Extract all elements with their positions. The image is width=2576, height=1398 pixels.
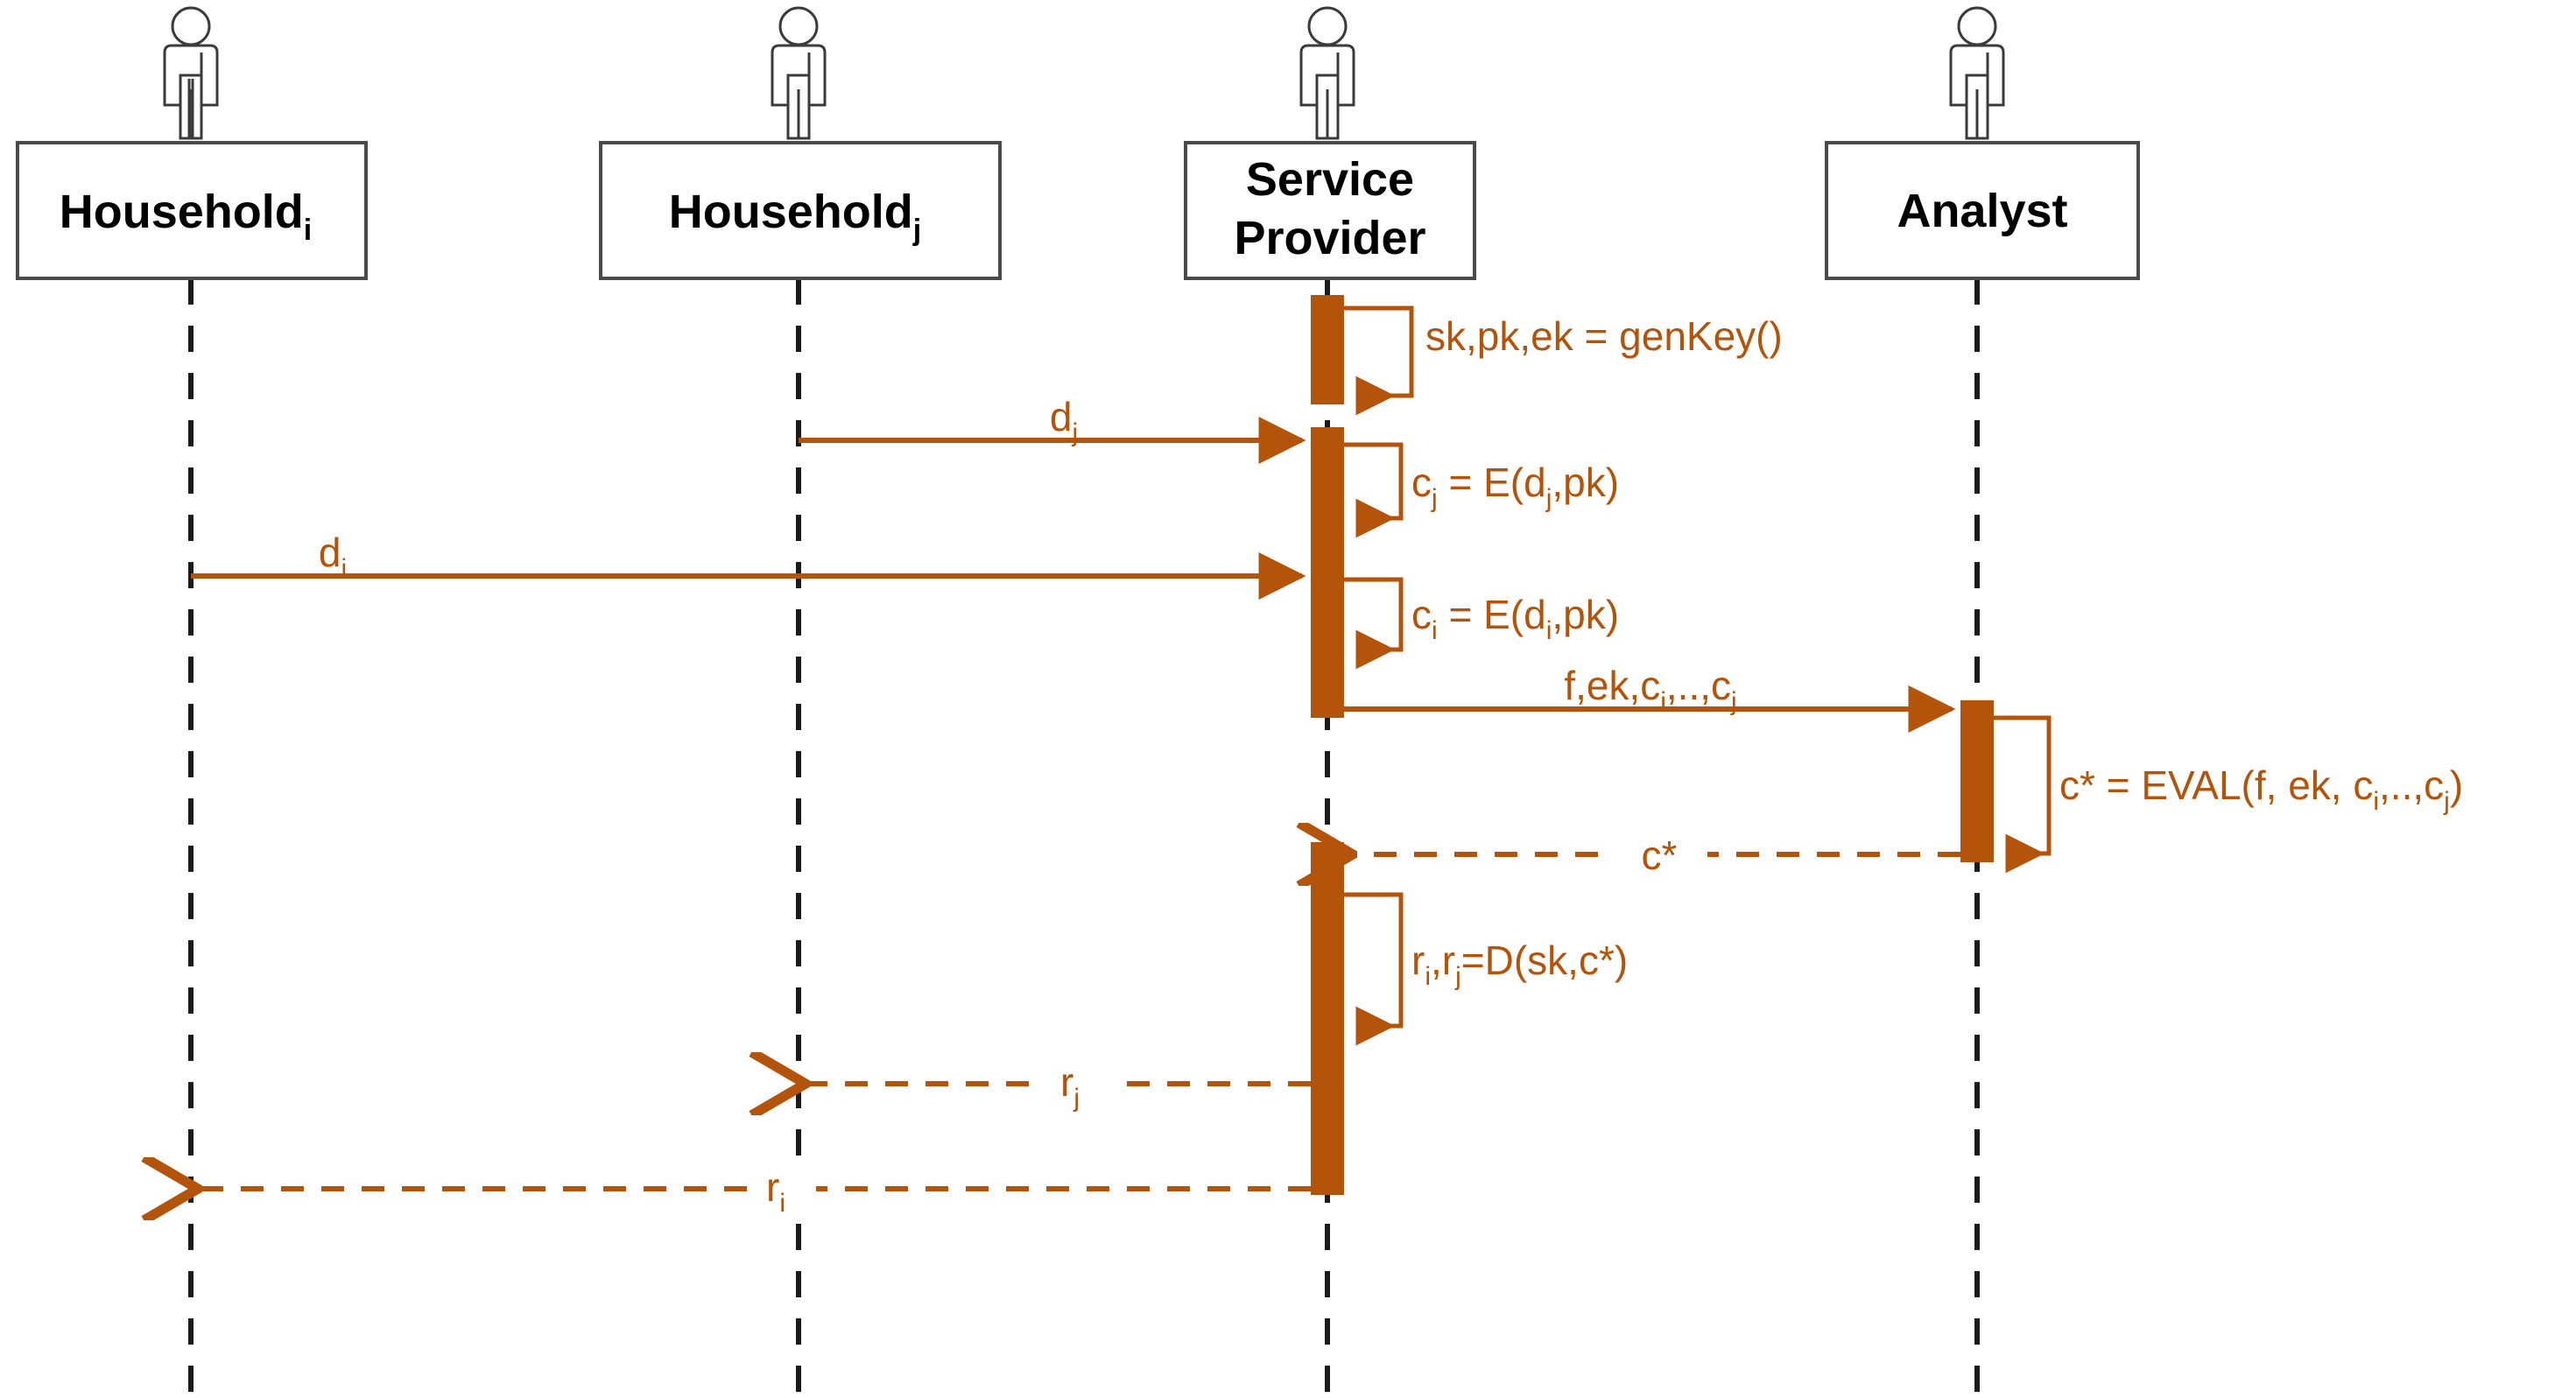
message-label-eval-p2: ,..,c	[2379, 762, 2444, 808]
svg-text:Householdi: Householdi	[60, 186, 312, 247]
svg-text:rj: rj	[1060, 1059, 1080, 1113]
message-label-cj-p2: = E(d	[1438, 460, 1546, 505]
message-label-evalreq-p3: j	[1730, 687, 1737, 716]
message-label-rj-p1: j	[1073, 1084, 1080, 1113]
lifeline-label-household-i: Household	[60, 186, 304, 238]
message-label-cstar: c*	[1642, 832, 1678, 878]
message-rj-return[interactable]: rj	[806, 1057, 1311, 1113]
message-decrypt[interactable]: ri,rj=D(sk,c*)	[1344, 892, 1628, 1046]
message-label-genkey: sk,pk,ek = genKey()	[1425, 313, 1783, 359]
message-cj[interactable]: cj = E(dj,pk)	[1344, 442, 1619, 538]
message-label-evalreq-p1: i	[1660, 687, 1666, 716]
svg-text:ci = E(di,pk): ci = E(di,pk)	[1411, 592, 1619, 645]
svg-text:di: di	[319, 530, 347, 583]
message-label-decrypt-p3: j	[1454, 962, 1461, 991]
actor-icon-analyst	[1949, 6, 2005, 140]
message-cstar-return[interactable]: c*	[1353, 828, 1960, 879]
message-ri-return[interactable]: ri	[198, 1163, 1311, 1218]
message-label-rj-p0: r	[1060, 1059, 1073, 1105]
svg-text:Householdj: Householdj	[669, 186, 921, 247]
lifeline-box-household-i[interactable]: Householdi	[16, 141, 368, 280]
message-label-decrypt-p2: ,r	[1431, 938, 1455, 983]
svg-text:c* = EVAL(f, ek, ci,..,cj): c* = EVAL(f, ek, ci,..,cj)	[2059, 762, 2463, 816]
lifeline-subscript-household-j: j	[912, 214, 921, 247]
lifeline-box-analyst[interactable]: Analyst	[1825, 141, 2140, 280]
message-label-ri-p1: i	[779, 1189, 785, 1218]
message-label-ci-p4: ,pk)	[1552, 592, 1619, 637]
message-label-decrypt-p4: =D(sk,c*)	[1461, 938, 1628, 983]
lifeline-subscript-household-i: i	[304, 214, 312, 247]
activation-bar-sp-3	[1311, 842, 1344, 1195]
svg-text:f,ek,ci,..,cj: f,ek,ci,..,cj	[1564, 663, 1736, 716]
message-label-dj-sub: j	[1071, 418, 1078, 447]
message-label-ci-p2: = E(d	[1438, 592, 1546, 637]
message-label-di: d	[319, 530, 341, 575]
actor-icon-service-provider	[1299, 6, 1355, 140]
actor-icon-household-i	[163, 6, 219, 140]
activation-bar-sp-1	[1311, 295, 1344, 404]
message-label-ci-p1: i	[1432, 616, 1438, 645]
lifeline-label-service-provider-line2: Provider	[1234, 212, 1425, 264]
activation-bar-sp-2	[1311, 427, 1344, 718]
svg-text:ri: ri	[766, 1164, 785, 1218]
message-eval[interactable]: c* = EVAL(f, ek, ci,..,cj)	[1994, 715, 2463, 874]
message-label-evalreq-p0: f,ek,c	[1564, 663, 1660, 708]
message-label-eval-p3: j	[2443, 787, 2450, 816]
message-dj[interactable]: dj	[799, 394, 1306, 464]
message-label-cj-p3: j	[1545, 484, 1552, 513]
message-ci[interactable]: ci = E(di,pk)	[1344, 577, 1619, 670]
message-eval-request[interactable]: f,ek,ci,..,cj	[1344, 663, 1956, 733]
activation-bar-analyst-1	[1960, 700, 1994, 862]
message-label-ci-p3: i	[1546, 616, 1552, 645]
message-label-eval-p4: )	[2450, 762, 2463, 808]
message-label-cj-p0: c	[1411, 460, 1432, 505]
lifeline-box-service-provider[interactable]: Service Provider	[1184, 141, 1476, 280]
svg-text:cj = E(dj,pk): cj = E(dj,pk)	[1411, 460, 1619, 513]
actor-icon-household-j	[771, 6, 827, 140]
message-label-ci-p0: c	[1411, 592, 1432, 637]
message-label-eval-p0: c* = EVAL(f, ek, c	[2059, 762, 2373, 808]
message-genkey[interactable]: sk,pk,ek = genKey()	[1344, 306, 1783, 416]
message-label-decrypt-p1: i	[1425, 962, 1431, 991]
lifeline-box-household-j[interactable]: Householdj	[599, 141, 1002, 280]
message-label-cj-p4: ,pk)	[1552, 460, 1619, 505]
message-label-dj: d	[1050, 394, 1073, 439]
lifeline-label-service-provider-line1: Service	[1246, 153, 1414, 206]
message-di[interactable]: di	[191, 530, 1306, 600]
svg-text:ri,rj=D(sk,c*): ri,rj=D(sk,c*)	[1411, 938, 1628, 991]
message-label-decrypt-p0: r	[1411, 938, 1425, 983]
message-label-evalreq-p2: ,..,c	[1666, 663, 1731, 708]
message-label-di-sub: i	[341, 554, 347, 583]
lifeline-label-analyst: Analyst	[1897, 185, 2067, 237]
message-label-eval-p1: i	[2373, 787, 2379, 816]
message-label-ri-p0: r	[766, 1164, 779, 1210]
svg-text:dj: dj	[1050, 394, 1078, 447]
lifeline-label-household-j: Household	[669, 186, 913, 238]
message-label-cj-p1: j	[1431, 484, 1438, 513]
